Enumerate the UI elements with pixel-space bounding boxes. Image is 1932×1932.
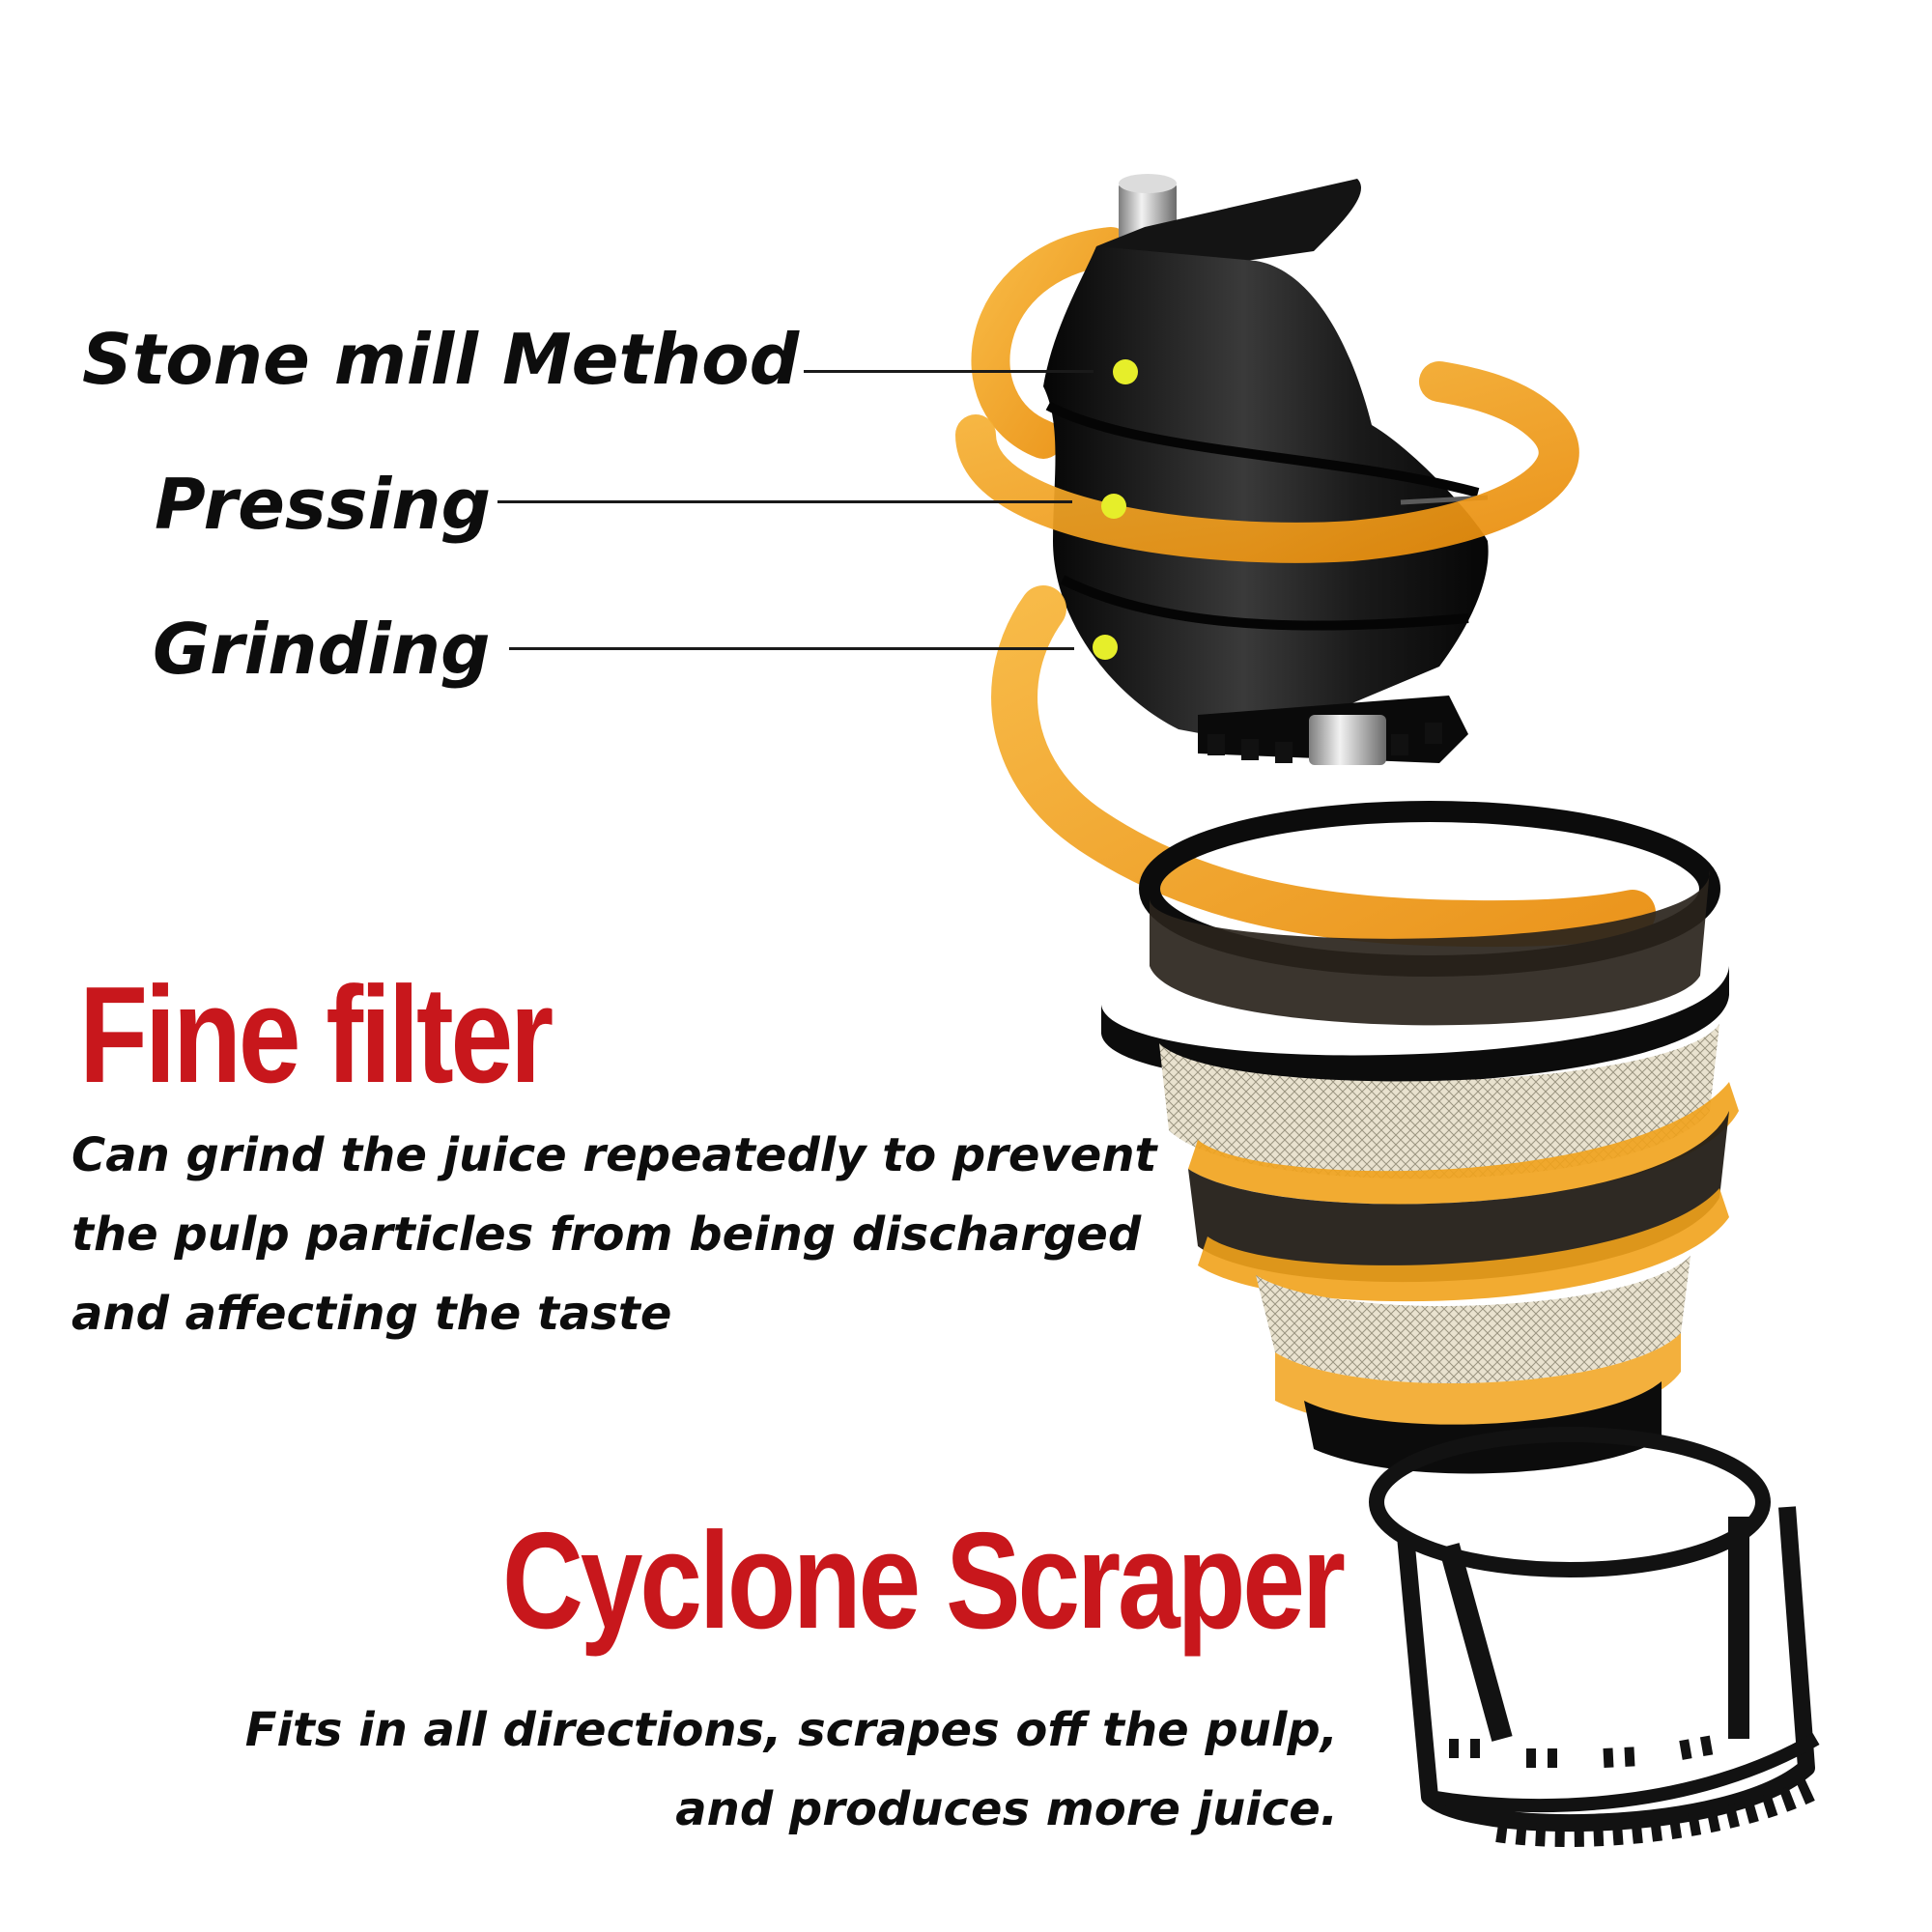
fine-filter-description: Can grind the juice repeatedly to preven… xyxy=(71,1128,1157,1341)
callout-grinding: Grinding xyxy=(153,609,491,690)
leader-line-grinding xyxy=(509,647,1074,650)
callout-stone-mill-method: Stone mill Method xyxy=(82,319,800,400)
marker-dot-stone-mill xyxy=(1113,359,1138,384)
auger-shaft-bottom xyxy=(1309,715,1386,765)
auger-top-fin xyxy=(1096,179,1361,270)
filter-mesh-lower xyxy=(1256,1256,1690,1384)
marker-dot-grinding xyxy=(1093,635,1118,660)
filter-basket xyxy=(1101,801,1739,1474)
leader-line-pressing xyxy=(497,500,1072,503)
callout-pressing: Pressing xyxy=(155,464,492,545)
leader-line-stone-mill xyxy=(804,370,1094,373)
filter-mesh-upper xyxy=(1159,1024,1719,1179)
scraper-frame xyxy=(1369,1427,1822,1847)
auger xyxy=(1043,174,1489,765)
juice-ribbon-back xyxy=(971,227,1130,459)
juice-ribbon-front xyxy=(955,361,1656,948)
cyclone-scraper-heading: Cyclone Scraper xyxy=(502,1504,1346,1658)
marker-dot-pressing xyxy=(1101,494,1126,519)
cyclone-scraper-description: Fits in all directions, scrapes off the … xyxy=(244,1703,1338,1836)
fine-filter-heading: Fine filter xyxy=(79,958,554,1112)
